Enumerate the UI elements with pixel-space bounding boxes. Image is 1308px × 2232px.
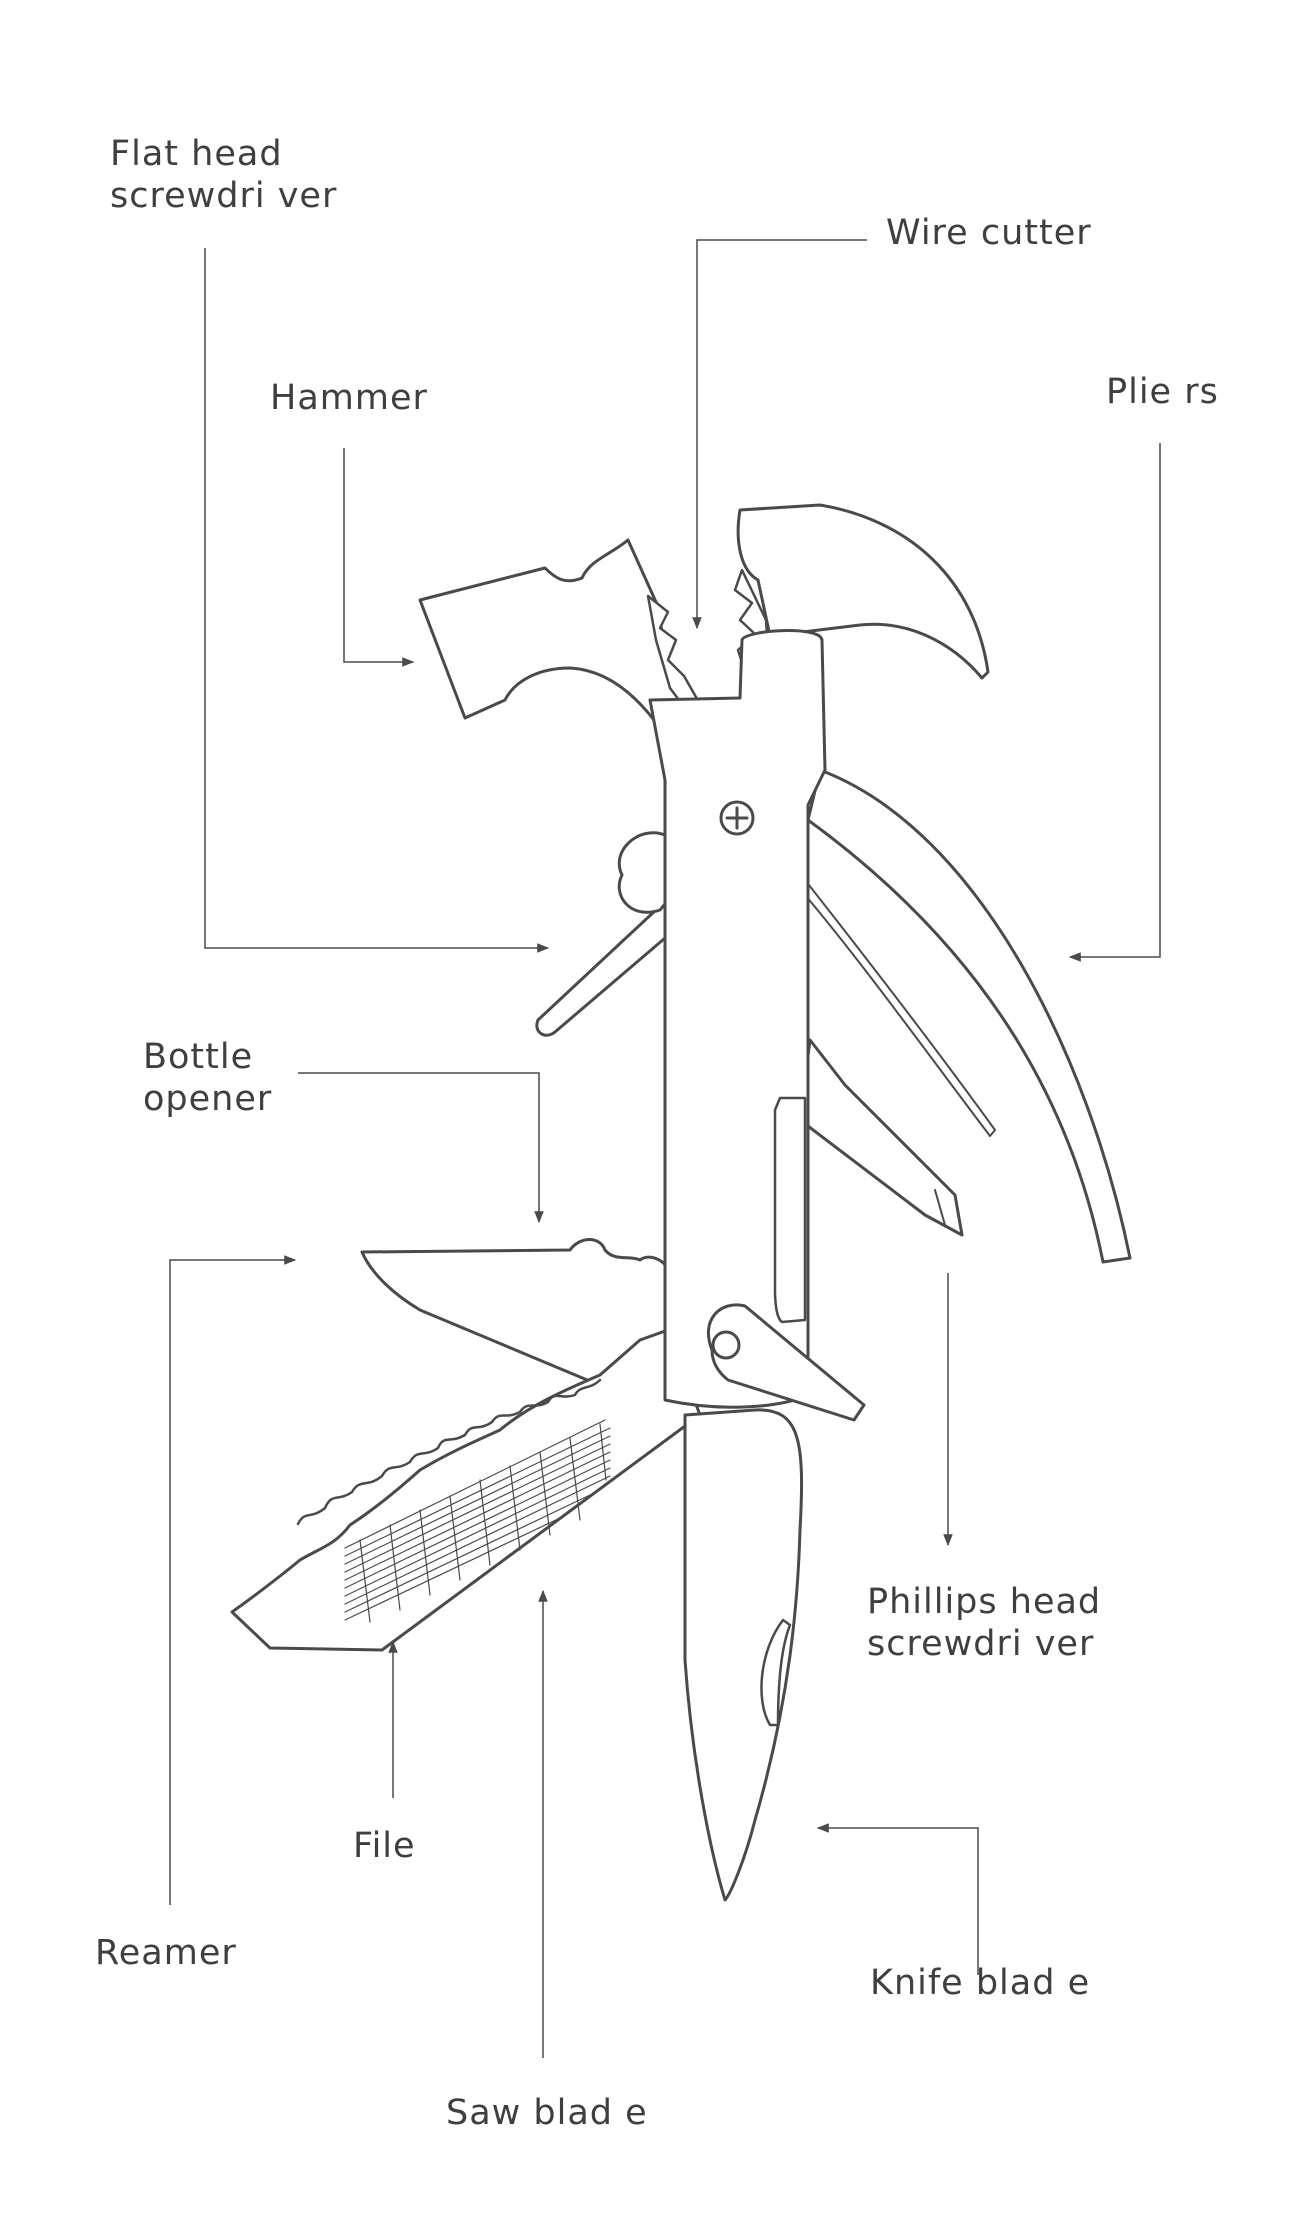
file-hatching (344, 1419, 611, 1623)
leader-reamer (169, 1255, 297, 1905)
label-bottle-opener-line1: Bottle (143, 1037, 254, 1077)
leader-hammer (343, 448, 415, 667)
leader-pliers (1068, 443, 1161, 962)
label-pliers: Plie rs (1106, 372, 1219, 412)
label-flat-head-screwdriver: Flat head screwdri ver (110, 133, 337, 217)
label-flat-head-line2: screwdri ver (110, 176, 338, 216)
label-bottle-opener: Bottle opener (143, 1036, 272, 1120)
leader-knife (816, 1823, 979, 1975)
label-hammer: Hammer (270, 378, 428, 418)
wire-cutter-left-jaw (646, 594, 702, 717)
flat-screwdriver (535, 893, 694, 1037)
leader-bottle-opener (298, 1072, 544, 1224)
label-phillips-screwdriver: Phillips head screwdri ver (867, 1581, 1101, 1665)
hammer-claw (736, 503, 990, 680)
saw-teeth (296, 1378, 602, 1526)
pivot-hole (711, 1330, 741, 1360)
label-file: File (353, 1826, 416, 1866)
bottle-opener-blade (360, 1238, 670, 1384)
saw-blade (230, 1328, 702, 1652)
label-phillips-line1: Phillips head (867, 1582, 1102, 1622)
label-phillips-line2: screwdri ver (867, 1624, 1095, 1664)
label-knife-blade: Knife blad e (870, 1963, 1091, 2003)
knife-blade (683, 1408, 803, 1902)
pliers-inner-wire (804, 879, 996, 1137)
phillips-sheath (773, 1096, 807, 1324)
label-wire-cutter: Wire cutter (886, 213, 1092, 253)
label-reamer: Reamer (95, 1933, 237, 1973)
label-saw-blade: Saw blad e (446, 2093, 648, 2133)
leader-wire-cutter (692, 239, 867, 630)
pivot-lever (706, 1303, 866, 1422)
phillips-screwdriver (798, 1038, 964, 1237)
knife-nail-nick (760, 1618, 792, 1727)
leader-flat-head (204, 248, 550, 953)
pliers-arm (806, 768, 1132, 1264)
label-flat-head-line1: Flat head (110, 134, 283, 174)
handle-screw-cross (725, 806, 749, 830)
phillips-tip-line (934, 1189, 946, 1226)
flat-screwdriver-head (617, 831, 674, 914)
label-bottle-opener-line2: opener (143, 1079, 273, 1119)
